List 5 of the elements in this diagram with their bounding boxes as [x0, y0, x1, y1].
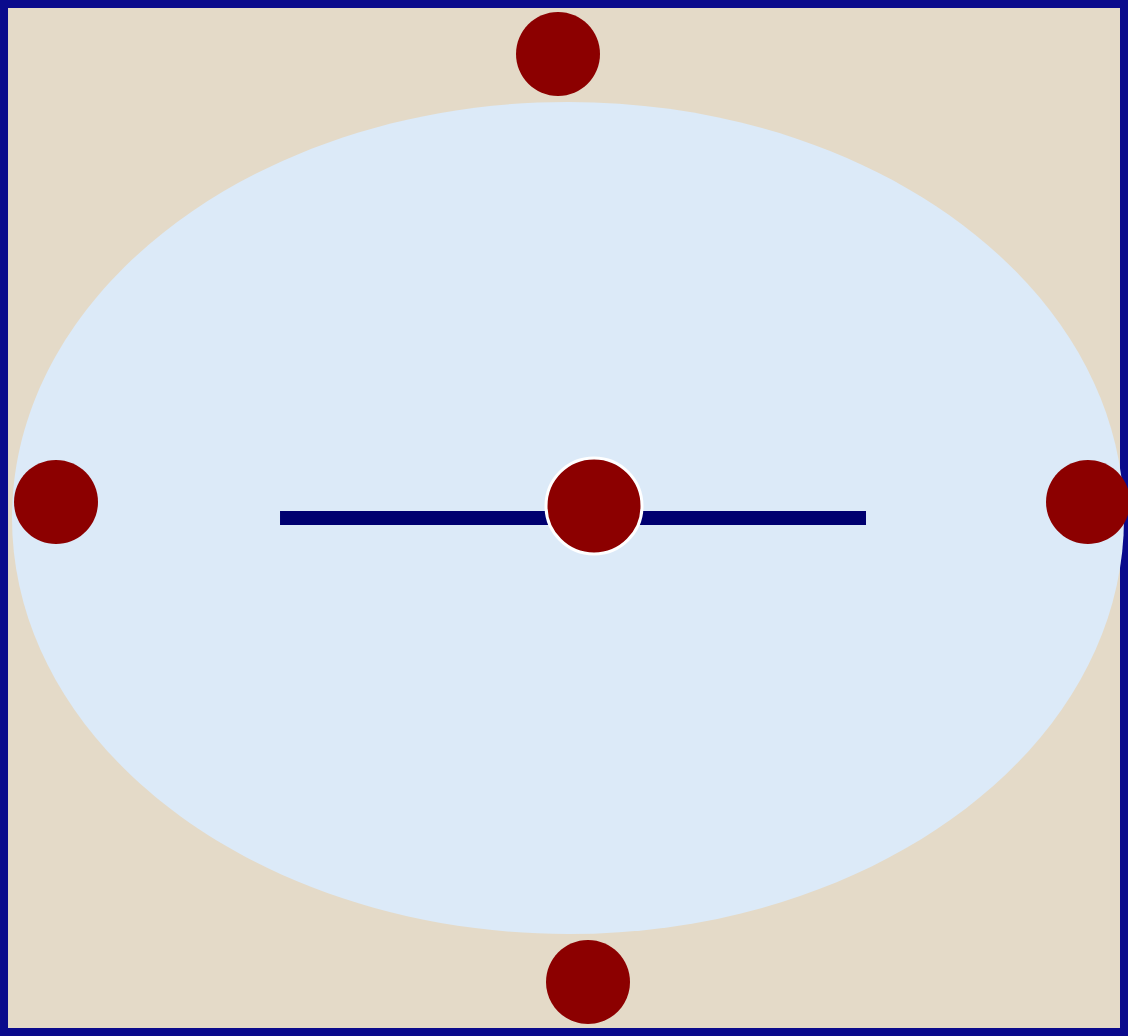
ellipse	[12, 101, 1124, 934]
circle	[14, 459, 98, 544]
circle	[544, 456, 644, 556]
circle	[546, 939, 630, 1024]
circle	[516, 11, 600, 96]
